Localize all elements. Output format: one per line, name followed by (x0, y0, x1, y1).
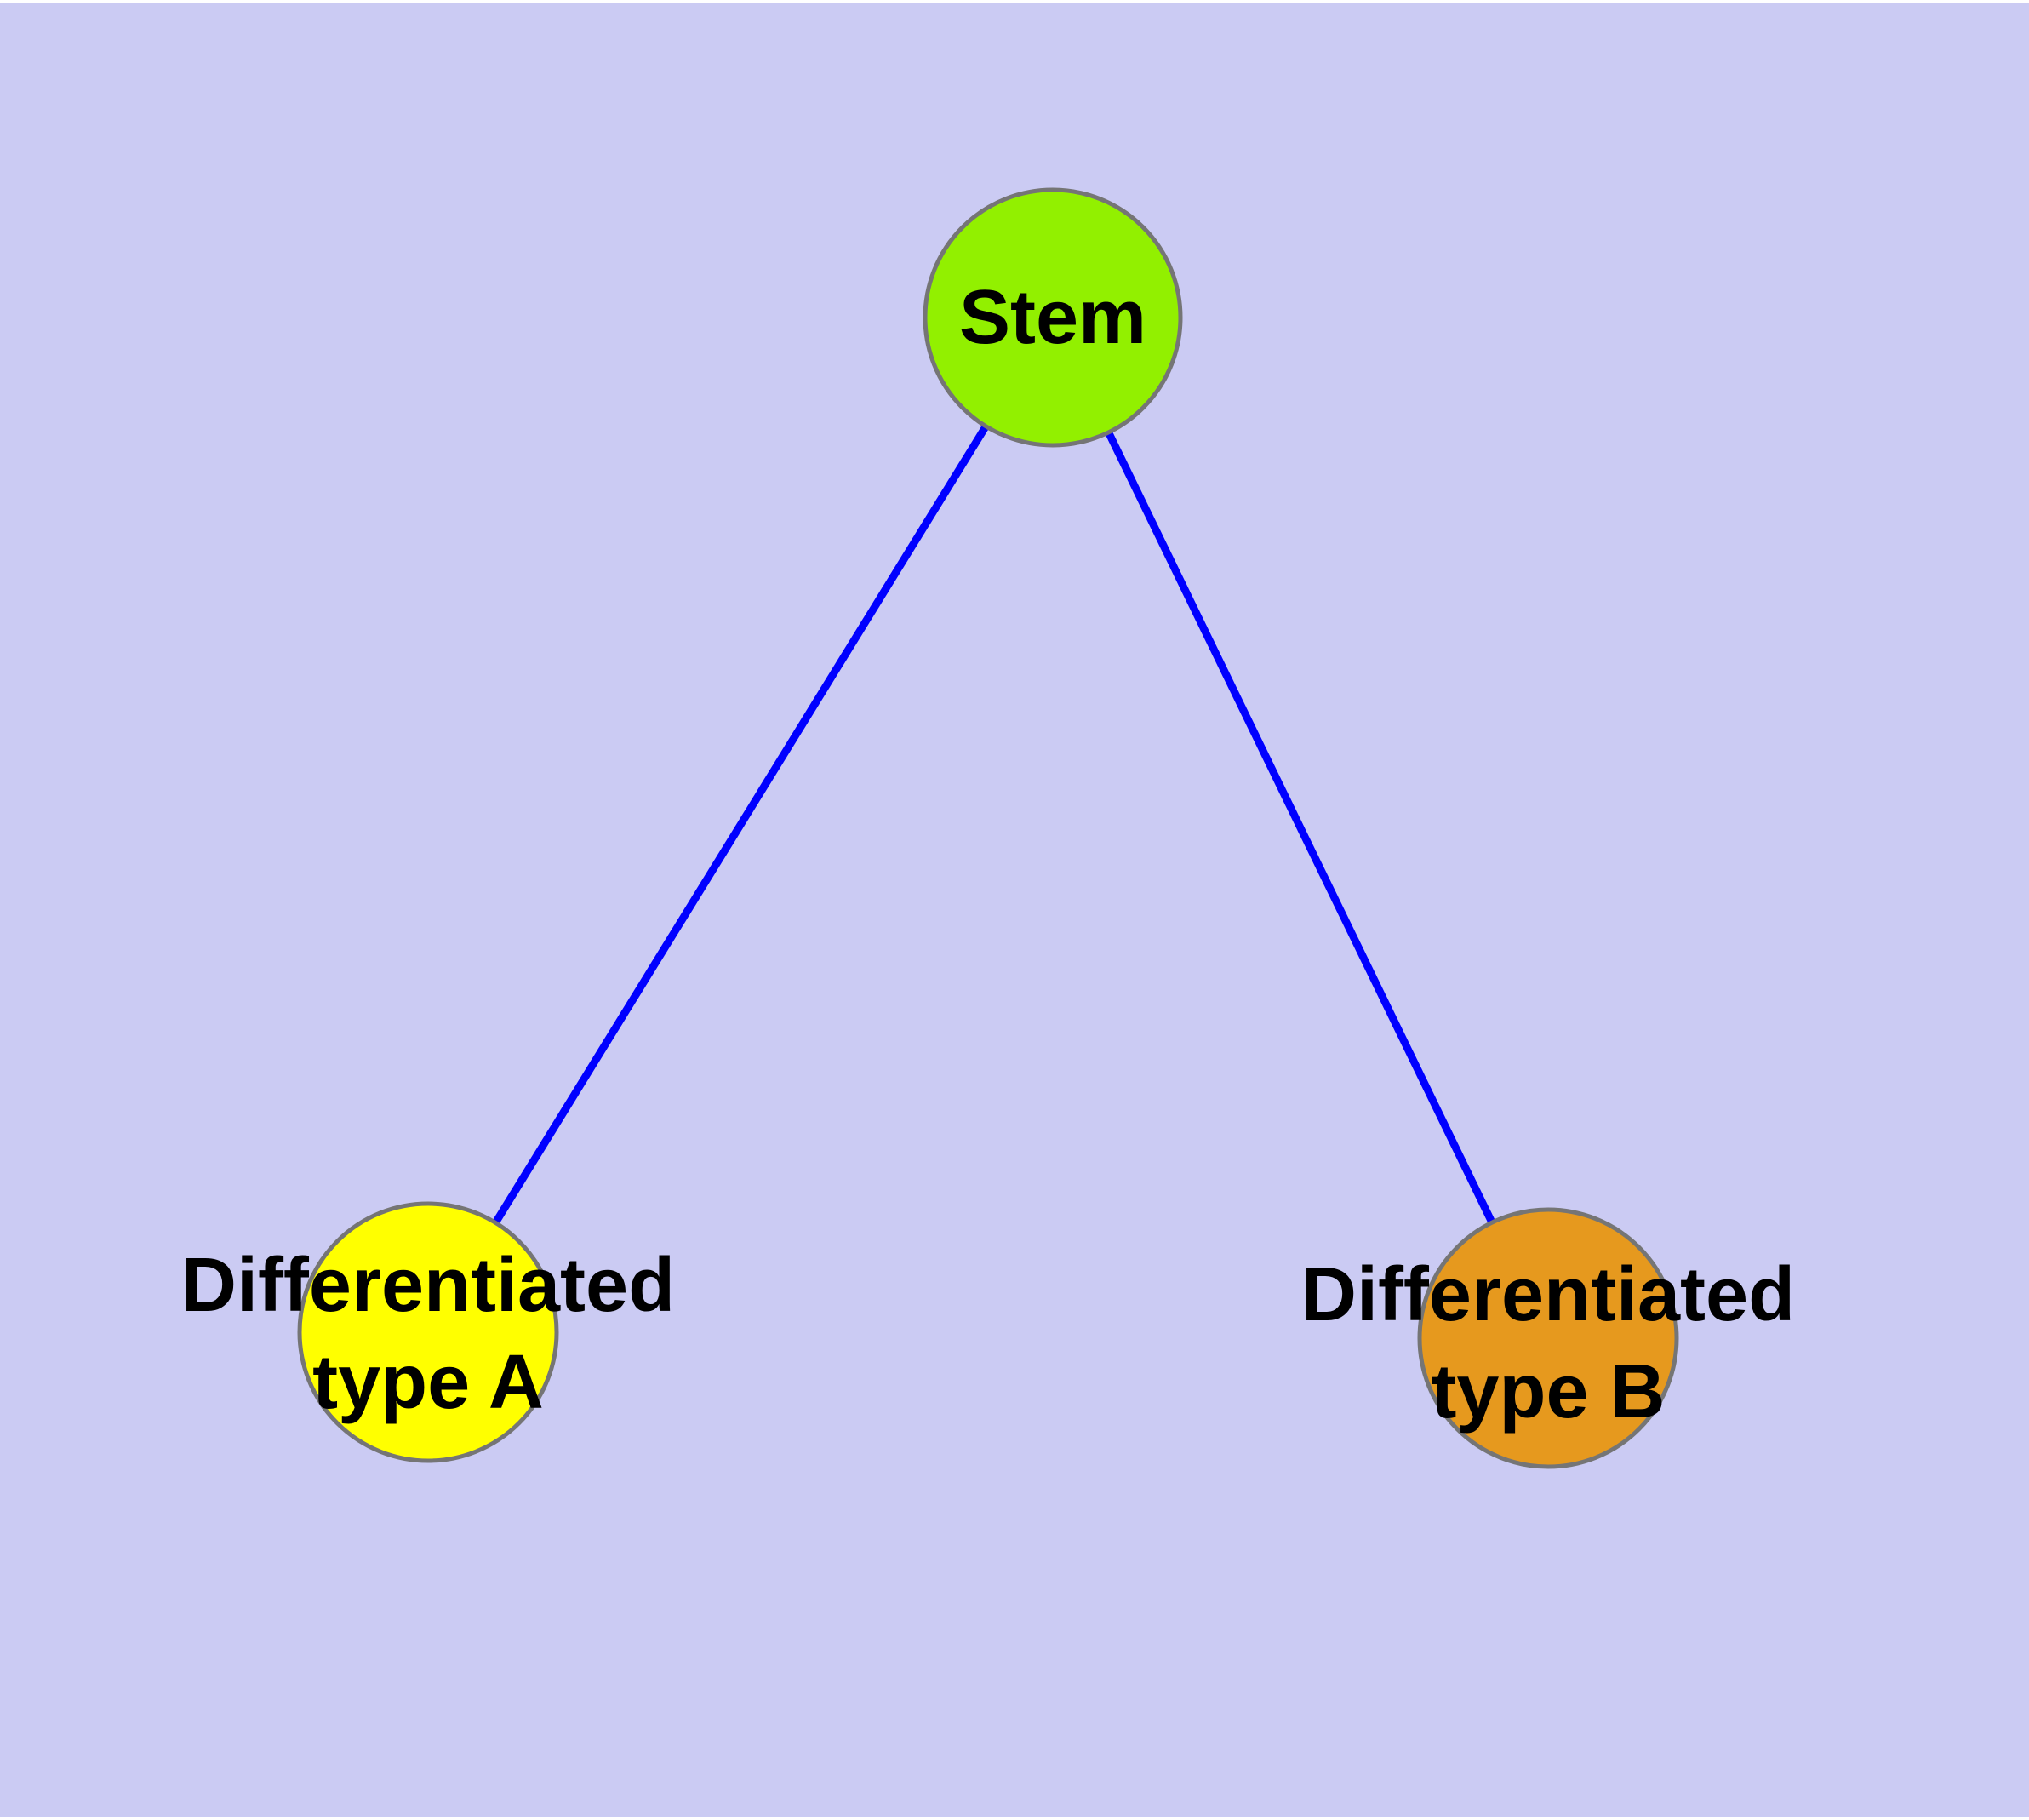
node-differentiated-type-b-circle (1417, 1207, 1679, 1469)
edge-stem-to-type-b (1049, 316, 1552, 1340)
node-stem-circle (923, 187, 1183, 448)
node-differentiated-type-a-label: Differentiated type A (181, 1237, 675, 1431)
node-stem-label: Stem (959, 269, 1146, 366)
node-differentiated-type-b-label: Differentiated type B (1301, 1246, 1795, 1440)
node-differentiated-type-b-label-line1: Differentiated (1300, 1252, 1796, 1337)
node-differentiated-type-b-label-line2: type B (1431, 1349, 1666, 1434)
node-stem-label-line: Stem (958, 275, 1147, 360)
edge-stem-to-type-a (425, 315, 1056, 1335)
node-differentiated-type-a-label-line1: Differentiated (180, 1243, 676, 1328)
graph-canvas (297, 187, 1679, 1469)
node-differentiated-type-a-label-line2: type A (312, 1340, 544, 1425)
plot-background: Stem Differentiated type A Differentiate… (0, 3, 2029, 1817)
node-differentiated-type-a-circle (297, 1201, 559, 1463)
